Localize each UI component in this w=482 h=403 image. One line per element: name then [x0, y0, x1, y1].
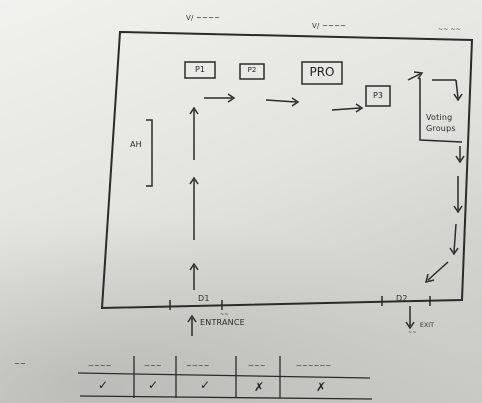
exit-label: EXIT — [420, 322, 435, 329]
small-note-right: ~~ — [408, 330, 417, 336]
checklist-header-4: ~~~ — [248, 362, 266, 370]
checklist-mark-3: ✓ — [200, 378, 211, 392]
checklist-mark-1: ✓ — [98, 378, 109, 392]
header-corner-note: ~~ ~~ — [438, 26, 462, 33]
room-p2-label: P2 — [247, 66, 257, 74]
paper-shadow — [0, 210, 482, 403]
room-pro-label: PRO — [309, 65, 335, 79]
checklist-row-label: ~~ — [14, 360, 26, 368]
room-p3-label: P3 — [373, 91, 383, 100]
door-d2-label: D2 — [396, 294, 408, 303]
room-p1-box — [184, 61, 216, 79]
checklist-header-2: ~~~ — [144, 362, 162, 370]
door-d1-label: D1 — [198, 294, 210, 303]
checklist-table — [77, 356, 373, 400]
checklist-header-1: ~~~~ — [88, 362, 112, 370]
room-p1-label: P1 — [195, 65, 205, 74]
header-right-note: V/ ~~~~ — [312, 22, 347, 30]
entrance-label: ENTRANCE — [200, 318, 245, 327]
voting-group-label: Voting Groups — [426, 113, 456, 133]
checklist-header-5: ~~~~~~ — [296, 362, 332, 370]
header-left-note: V/ ~~~~ — [186, 14, 221, 22]
checklist-header-3: ~~~~ — [186, 362, 210, 370]
small-note-left: ~~ — [220, 312, 229, 318]
room-pro-box — [301, 61, 343, 85]
checklist-mark-5: ✗ — [316, 380, 327, 394]
path-arrows — [187, 71, 465, 336]
side-bracket — [146, 119, 153, 187]
room-p3-box — [365, 85, 391, 107]
checklist-mark-4: ✗ — [254, 380, 265, 394]
room-p2-box — [239, 63, 265, 80]
room-outline — [100, 30, 474, 310]
checklist-mark-2: ✓ — [148, 378, 159, 392]
voting-bracket — [419, 78, 463, 143]
side-note-label: AH — [130, 140, 142, 149]
